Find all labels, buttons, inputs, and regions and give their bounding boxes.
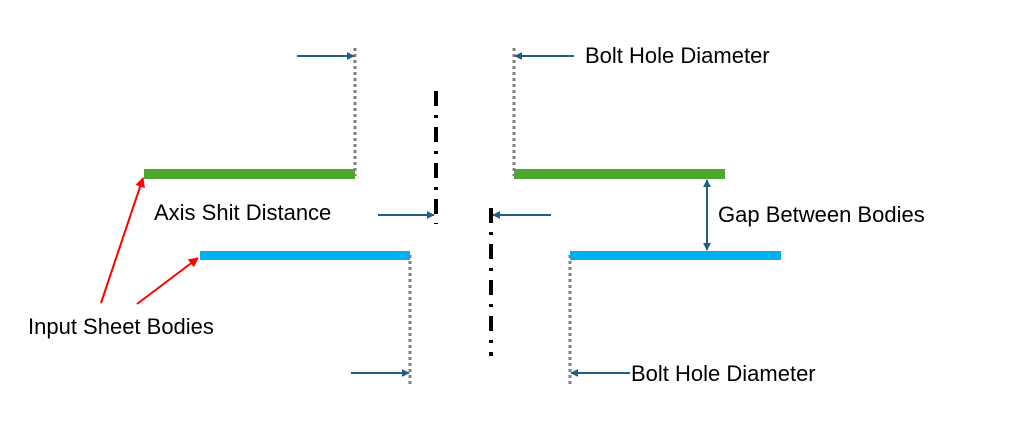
gap-between-bodies-label: Gap Between Bodies <box>718 202 925 227</box>
upper-sheet-body-right <box>514 169 725 179</box>
lower-sheet-body-right <box>570 251 781 260</box>
input-bodies-callout-lower <box>136 257 199 305</box>
bolt-hole-diameter-top-label: Bolt Hole Diameter <box>585 43 770 68</box>
lower-sheet-body-left <box>200 251 410 260</box>
bolt-hole-diameter-bottom-label: Bolt Hole Diameter <box>631 361 816 386</box>
input-bodies-callout-upper <box>100 177 145 304</box>
axis-shift-distance-label: Axis Shit Distance <box>154 200 331 225</box>
upper-sheet-body-left <box>144 169 355 179</box>
input-sheet-bodies-label: Input Sheet Bodies <box>28 314 214 339</box>
